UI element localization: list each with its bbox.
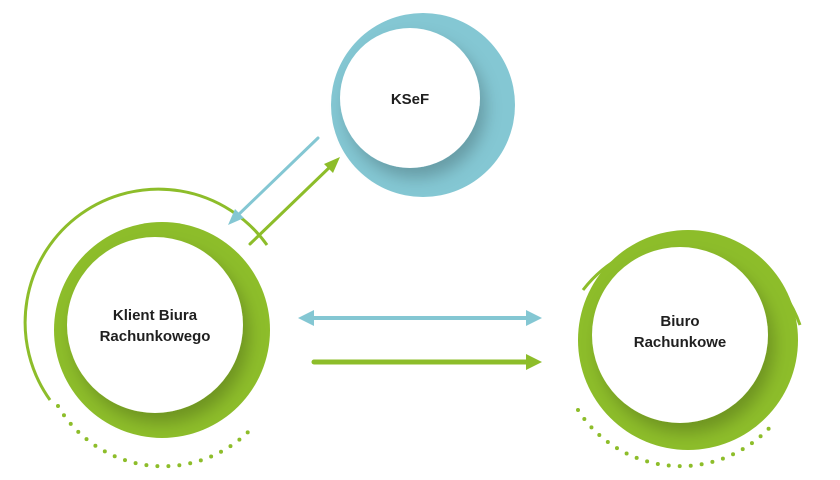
node-klient-label-line2: Rachunkowego: [100, 328, 211, 345]
arrow-klient-to-ksef: [248, 157, 340, 246]
node-biuro-disc: [592, 247, 768, 423]
node-biuro-label-line1: Biuro: [660, 313, 699, 330]
node-ksef-disc: [340, 28, 480, 168]
arrow-ksef-to-klient: [228, 136, 320, 225]
node-ksef: KSeF: [331, 13, 515, 197]
arrow-klient-to-biuro: [311, 354, 542, 370]
node-biuro: Biuro Rachunkowe: [576, 230, 802, 469]
arrow-klient-biuro-two-way: [298, 310, 542, 326]
node-biuro-label-line2: Rachunkowe: [634, 334, 727, 351]
node-klient-disc: [67, 237, 243, 413]
node-biuro-dotted-arc: [576, 408, 774, 469]
node-klient-outer-arc: [23, 187, 269, 401]
node-klient: Klient Biura Rachunkowego: [23, 187, 270, 469]
node-klient-dotted-arc: [56, 404, 254, 469]
node-klient-label-line1: Klient Biura: [113, 307, 198, 324]
node-ksef-label: KSeF: [391, 91, 429, 108]
